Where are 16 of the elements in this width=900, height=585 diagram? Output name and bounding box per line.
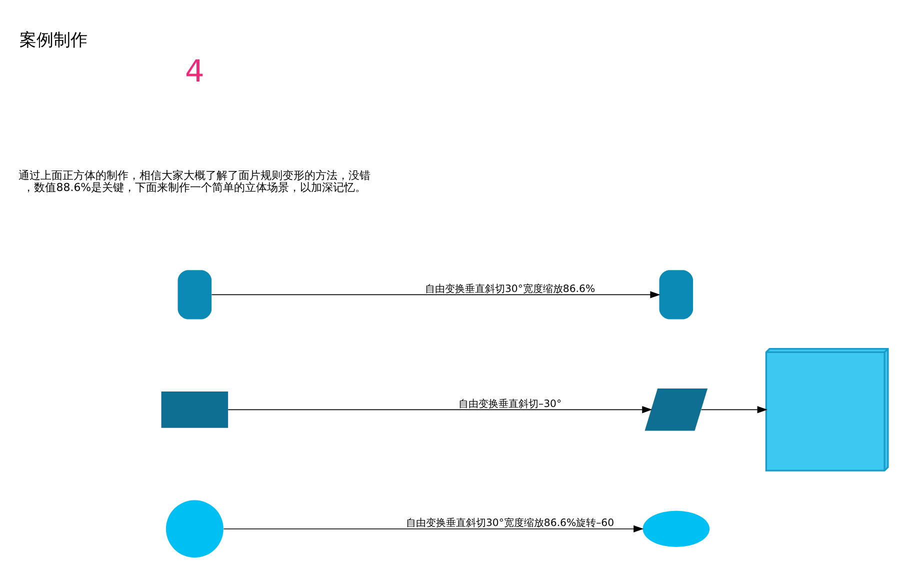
node-box — [161, 391, 228, 428]
edge-label: 自由变换垂直斜切–30° — [458, 398, 562, 410]
arrow — [211, 290, 660, 298]
node-parallelogram — [644, 388, 708, 430]
node-arch — [659, 270, 694, 319]
label: 通过上面正方体的制作，相信大家大概了解了面片规则变形的方法，没错，数值88.6%是关键，下面来制作一个简单的立体场景，以加深记忆。 — [18, 168, 371, 194]
arrow — [228, 406, 652, 413]
edge-label: 自由变换垂直斜切30°宽度缩放86.6% — [424, 283, 596, 294]
edge-label: 自由变换垂直斜切30°宽度缩放86.6%旋转–60 — [406, 518, 614, 528]
node-circle — [166, 500, 224, 558]
arrow — [223, 524, 644, 532]
node-ellipse — [642, 510, 710, 547]
node-arch — [178, 270, 212, 319]
arrow — [700, 406, 768, 413]
diagram-title: 案例制作 — [19, 28, 88, 49]
label: 4 — [185, 54, 204, 89]
